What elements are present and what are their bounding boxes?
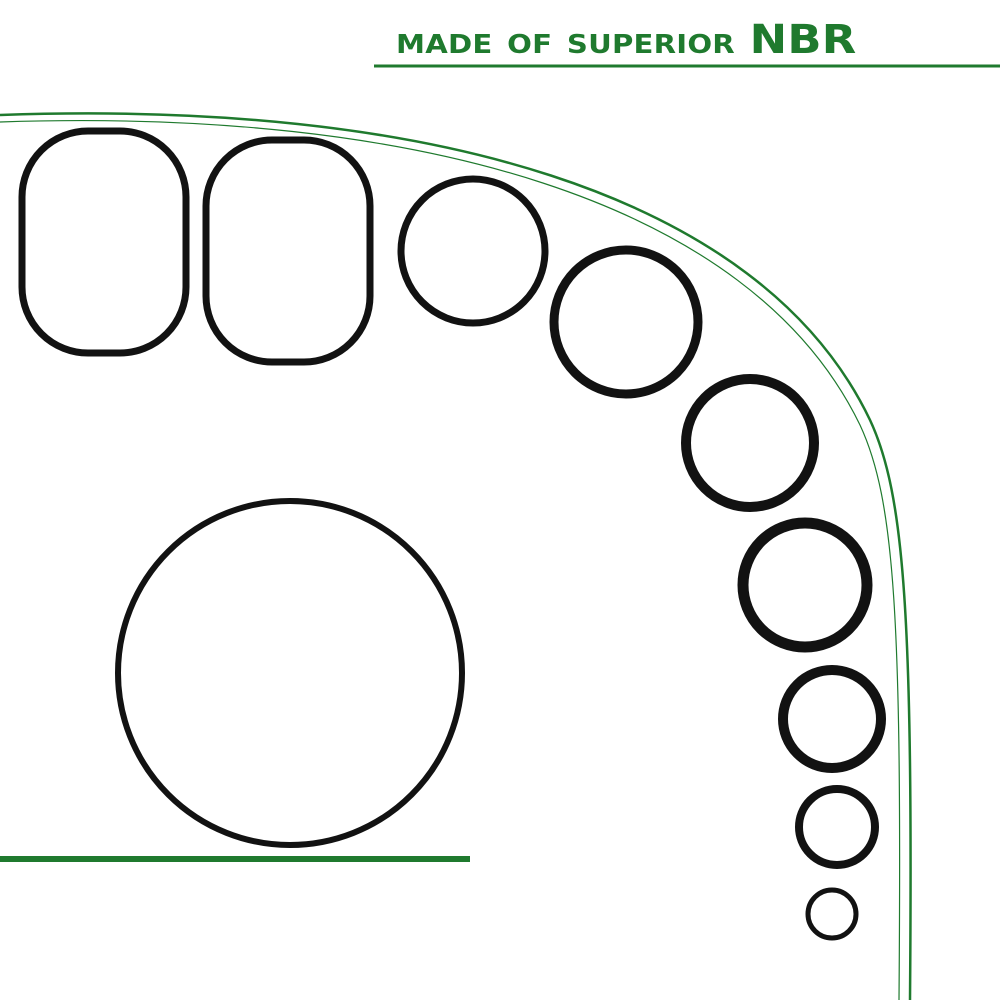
o-ring (397, 175, 549, 327)
o-ring (681, 374, 819, 512)
o-ring (737, 517, 873, 653)
headline: made of superior NBR (396, 16, 1000, 64)
headline-suffix: NBR (749, 17, 857, 63)
o-ring (549, 245, 703, 399)
o-ring (805, 887, 859, 941)
oval-o-ring (202, 136, 374, 366)
o-ring (795, 785, 879, 869)
ground-line (0, 856, 470, 862)
o-ring (778, 665, 886, 773)
headline-prefix: made of superior (396, 19, 735, 62)
large-o-ring (115, 498, 465, 848)
decorative-inner-arc (0, 120, 901, 1000)
oval-o-ring (18, 127, 190, 357)
decorative-outer-arc (0, 112, 912, 1000)
